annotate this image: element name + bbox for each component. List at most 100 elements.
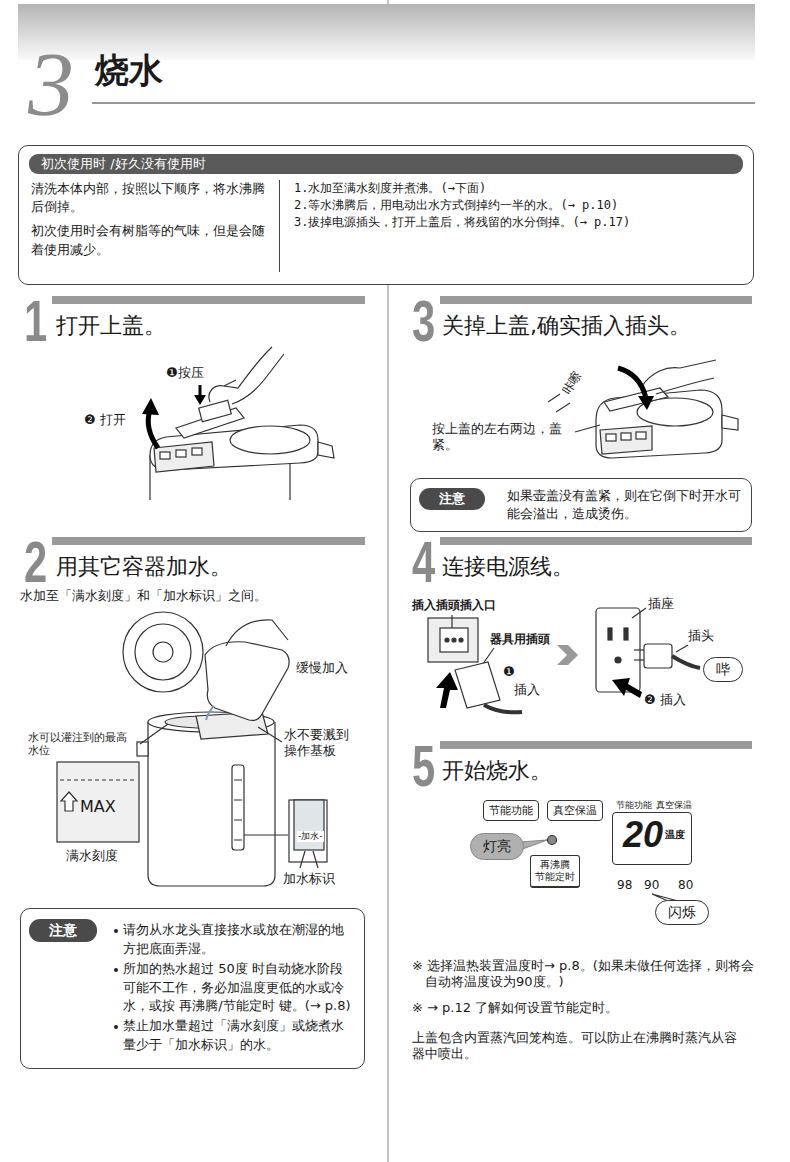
- page-frame-part: [92, 103, 755, 104]
- power-cord-drawing-part: [634, 649, 644, 650]
- kettle-closing-drawing-part: [621, 433, 631, 440]
- display-label: 节能功能: [616, 800, 652, 811]
- power-cord-drawing-part: [624, 628, 628, 640]
- callout-text: 水可以灌注到的最高水位: [28, 731, 136, 757]
- level-mark: MAX: [80, 797, 116, 817]
- callout-text: 插入: [514, 682, 540, 698]
- panel-button: 再沸腾 节能定时: [530, 855, 580, 888]
- kettle-closing-drawing: [548, 360, 738, 458]
- step-heading: 连接电源线。: [442, 554, 574, 580]
- kettle-closing-drawing-part: [575, 425, 600, 432]
- power-cord-drawing-part: [676, 645, 688, 652]
- text-column: 清洗本体内部，按照以下顺序，将水沸腾后倒掉。初次使用时会有树脂等的气味，但是会随…: [31, 180, 280, 272]
- scale-number: 98: [617, 878, 632, 893]
- kettle-open-lid-drawing-part: [176, 450, 186, 457]
- power-cord-drawing-part: [451, 615, 452, 628]
- step-heading: 关掉上盖,确实插入插头。: [442, 313, 691, 339]
- power-cord-drawing-part: [632, 608, 646, 618]
- display-label: 真空保温: [656, 800, 692, 811]
- power-cord-drawing: [428, 608, 700, 712]
- kettle-filling-drawing-part: [137, 742, 148, 756]
- step-number: 2: [24, 533, 47, 591]
- box-text: 灯亮: [483, 838, 511, 855]
- part-name: 插入插頭插入口: [412, 598, 496, 613]
- callout-oval: 哔: [703, 657, 743, 682]
- step-bar-part: [440, 296, 752, 304]
- caution-box: 请勿从水龙头直接接水或放在潮湿的地方把底面弄湿。所加的热水超过 50度 时自动烧…: [20, 908, 365, 1069]
- kettle-filling-drawing-part: [153, 642, 173, 662]
- power-cord-drawing-part: [452, 638, 456, 642]
- kettle-filling-drawing-part: [60, 779, 136, 780]
- box-text: 闪烁: [668, 904, 696, 921]
- step-heading: 打开上盖。: [56, 313, 166, 339]
- box-text-4: 2.等水沸腾后，用电动出水方式倒掉约一半的水。(→ p.10): [294, 197, 741, 214]
- note-text: ※ 选择温热装置温度时→ p.8。(如果未做任何选择，则将会自动将温度设为90度…: [412, 958, 765, 991]
- kettle-closing-drawing-part: [656, 378, 714, 394]
- scale-number: 90: [644, 878, 659, 893]
- kettle-closing-drawing-part: [606, 434, 616, 441]
- caution-box: 如果壶盖没有盖紧，则在它倒下时开水可能会溢出，造成烫伤。注意: [410, 478, 752, 532]
- power-cord-drawing-part: [557, 645, 578, 665]
- power-cord-drawing-part: [436, 672, 458, 708]
- box-text-3: 1.水加至满水刻度并煮沸。(→下面): [294, 180, 741, 197]
- kettle-filling-drawing-part: [234, 780, 242, 840]
- box-text: 清洗本体内部，按照以下顺序，将水沸腾后倒掉。: [31, 180, 269, 216]
- power-cord-drawing-part: [440, 628, 468, 652]
- step-heading: 用其它容器加水。: [56, 554, 232, 580]
- kettle-closing-drawing-part: [638, 396, 654, 410]
- kettle-open-lid-drawing-part: [148, 410, 158, 448]
- callout-text: 满水刻度: [66, 848, 118, 864]
- power-cord-drawing-part: [615, 657, 621, 663]
- step-bar-part: [52, 537, 365, 545]
- kettle-filling-drawing-part: [226, 620, 288, 646]
- power-cord-drawing-part: [644, 644, 672, 668]
- gauge-mark: -加水-: [297, 831, 324, 842]
- note-text: ※ → p.12 了解如何设置节能定时。: [412, 1000, 618, 1016]
- bullet-dot: [114, 968, 118, 972]
- bullet-dot: [114, 929, 118, 933]
- callout-text: 按上盖的左右两边，盖紧。: [432, 421, 572, 454]
- kettle-closing-drawing-part: [548, 394, 560, 402]
- step-bar: [52, 296, 752, 749]
- box-text: 再沸腾 节能定时: [534, 859, 576, 883]
- kettle-closing-drawing-part: [722, 415, 738, 430]
- power-cord-drawing-part: [428, 618, 478, 662]
- kettle-filling-drawing-part: [258, 727, 282, 742]
- callout-text: 水不要溅到操作基板: [284, 727, 354, 760]
- section-band: 初次使用时 /好久没有使用时: [29, 154, 743, 174]
- panel-button: 真空保温: [547, 800, 603, 821]
- box-text-3: 禁止加水量超过「满水刻度」或烧煮水量少于「加水标识」的水。: [113, 1017, 352, 1055]
- box-text: 如果壶盖没有盖紧，则在它倒下时开水可能会溢出，造成烫伤。: [507, 487, 741, 523]
- callout-text: ❶按压: [166, 365, 204, 381]
- kettle-closing-drawing-part: [636, 432, 646, 439]
- kettle-open-lid-drawing-part: [192, 448, 202, 455]
- chapter-number: 3: [28, 38, 74, 130]
- power-cord-drawing-part: [634, 659, 644, 660]
- callout-oval: 灯亮: [470, 833, 524, 860]
- caution-badge: 注意: [29, 919, 97, 942]
- box-text: 真空保温: [553, 804, 597, 817]
- kettle-filling-drawing-part: [300, 851, 305, 868]
- power-cord-drawing-part: [672, 656, 700, 668]
- power-cord-drawing-part: [459, 638, 463, 642]
- kettle-closing-drawing-part: [556, 403, 570, 412]
- sound-text: 咔嚓: [560, 369, 585, 397]
- box-text-2: 初次使用时会有树脂等的气味，但是会随着使用减少。: [31, 222, 269, 258]
- box-text-2: 所加的热水超过 50度 时自动烧水阶段可能不工作，务必加温度更低的水或冷水，或按…: [113, 960, 352, 1017]
- part-name: 插头: [688, 628, 714, 644]
- box-text: 注意: [49, 921, 77, 940]
- kettle-filling-drawing-part: [57, 762, 139, 842]
- power-cord-drawing-part: [445, 638, 449, 642]
- kettle-open-lid-drawing-part: [232, 354, 284, 404]
- kettle-filling-drawing-part: [294, 800, 324, 850]
- page-frame-part: [388, 0, 389, 4]
- kettle-open-lid-drawing-part: [224, 380, 236, 386]
- instruction-text: 水加至「满水刻度」和「加水标识」之间。: [20, 588, 267, 604]
- note-text: 上盖包含内置蒸汽回笼构造。可以防止在沸腾时蒸汽从容器中喷出。: [412, 1030, 748, 1063]
- kettle-filling-drawing-part: [135, 624, 191, 680]
- kettle-filling-drawing-part: [206, 706, 214, 720]
- info-panel: 清洗本体内部，按照以下顺序，将水沸腾后倒掉。初次使用时会有树脂等的气味，但是会随…: [18, 145, 754, 285]
- step-number: 1: [24, 292, 47, 350]
- kettle-closing-drawing-part: [642, 360, 716, 386]
